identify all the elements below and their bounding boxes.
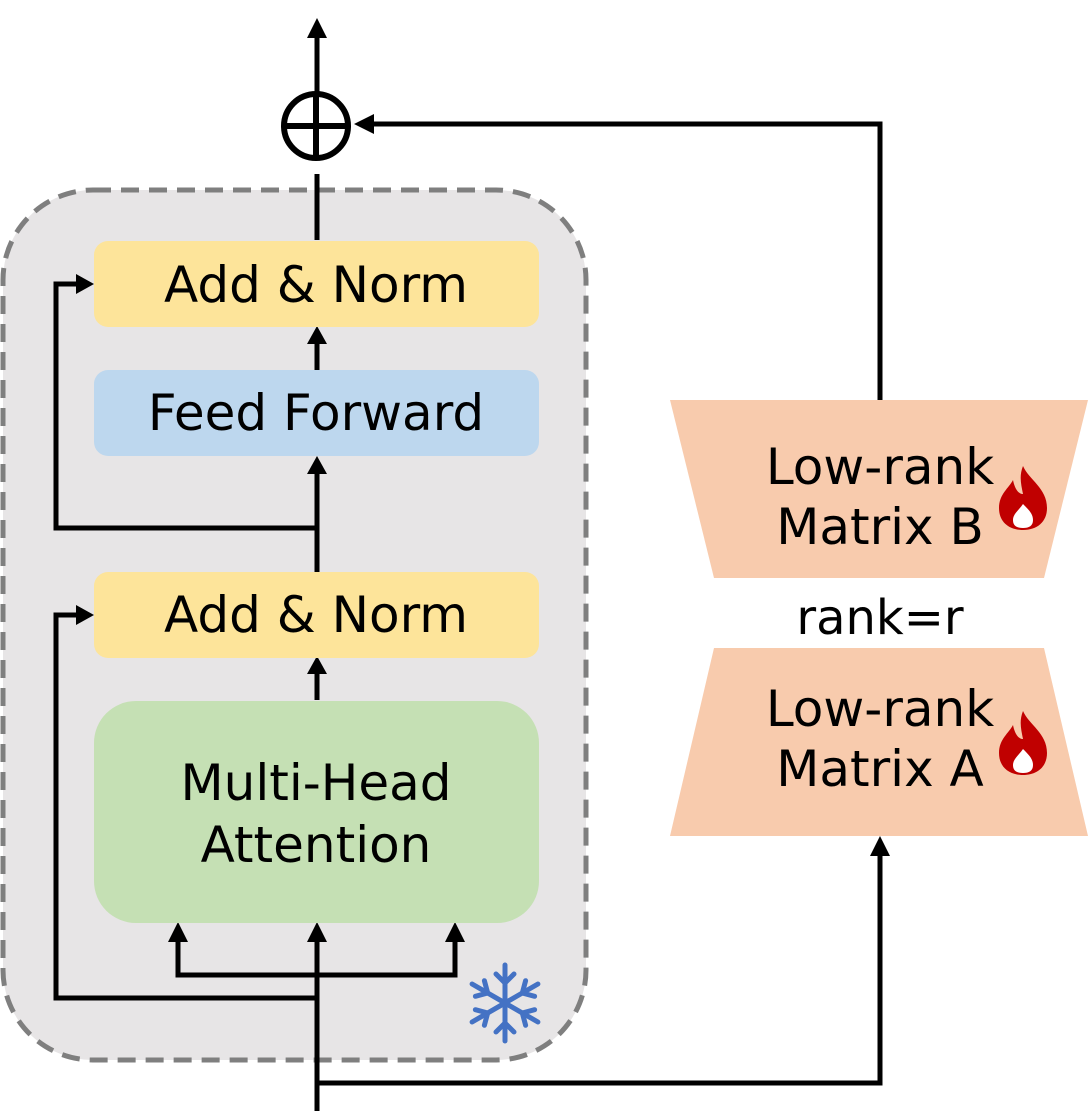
matrix-a-label-line1: Low-rank [766,680,994,738]
arrowhead-attention-right [445,922,465,942]
arrowhead-bottom-residual [76,605,94,625]
connectors [53,36,883,1111]
arrowheads [76,18,890,942]
plus-circle-icon [281,91,351,161]
arrowhead-lora-input [870,836,890,856]
matrix-a-label-line2: Matrix A [776,740,984,798]
bottom-add-norm-label: Add & Norm [164,586,468,644]
snowflake-icon [469,962,541,1044]
arrowhead-attention-left [168,922,188,942]
attention-label-line2: Attention [201,816,432,874]
matrix-b-label-line1: Low-rank [766,438,994,496]
matrix-b-label-line2: Matrix B [776,498,984,556]
arrowhead-top-residual [76,274,94,294]
feed-forward-box: Feed Forward [94,370,539,456]
top-add-norm-label: Add & Norm [164,256,468,314]
bottom-add-norm-box: Add & Norm [94,572,539,658]
lora-matrix-a: Low-rank Matrix A [670,648,1088,836]
arrowhead-feed-forward [307,456,327,474]
attention-label-line1: Multi-Head [181,754,452,812]
arrowhead-bottom-add-norm [307,656,327,674]
fire-icon [999,711,1047,775]
multi-head-attention-box: Multi-Head Attention [94,701,539,923]
arrowhead-top-add-norm [307,326,327,344]
top-add-norm-box: Add & Norm [94,241,539,327]
arrowhead-attention-center [307,922,327,942]
arrowhead-output [307,18,327,38]
rank-label: rank=r [796,590,964,646]
arrowhead-sum-input [354,114,374,134]
lora-matrix-b: Low-rank Matrix B [670,400,1088,578]
feed-forward-label: Feed Forward [148,384,484,442]
fire-icon [999,466,1047,530]
